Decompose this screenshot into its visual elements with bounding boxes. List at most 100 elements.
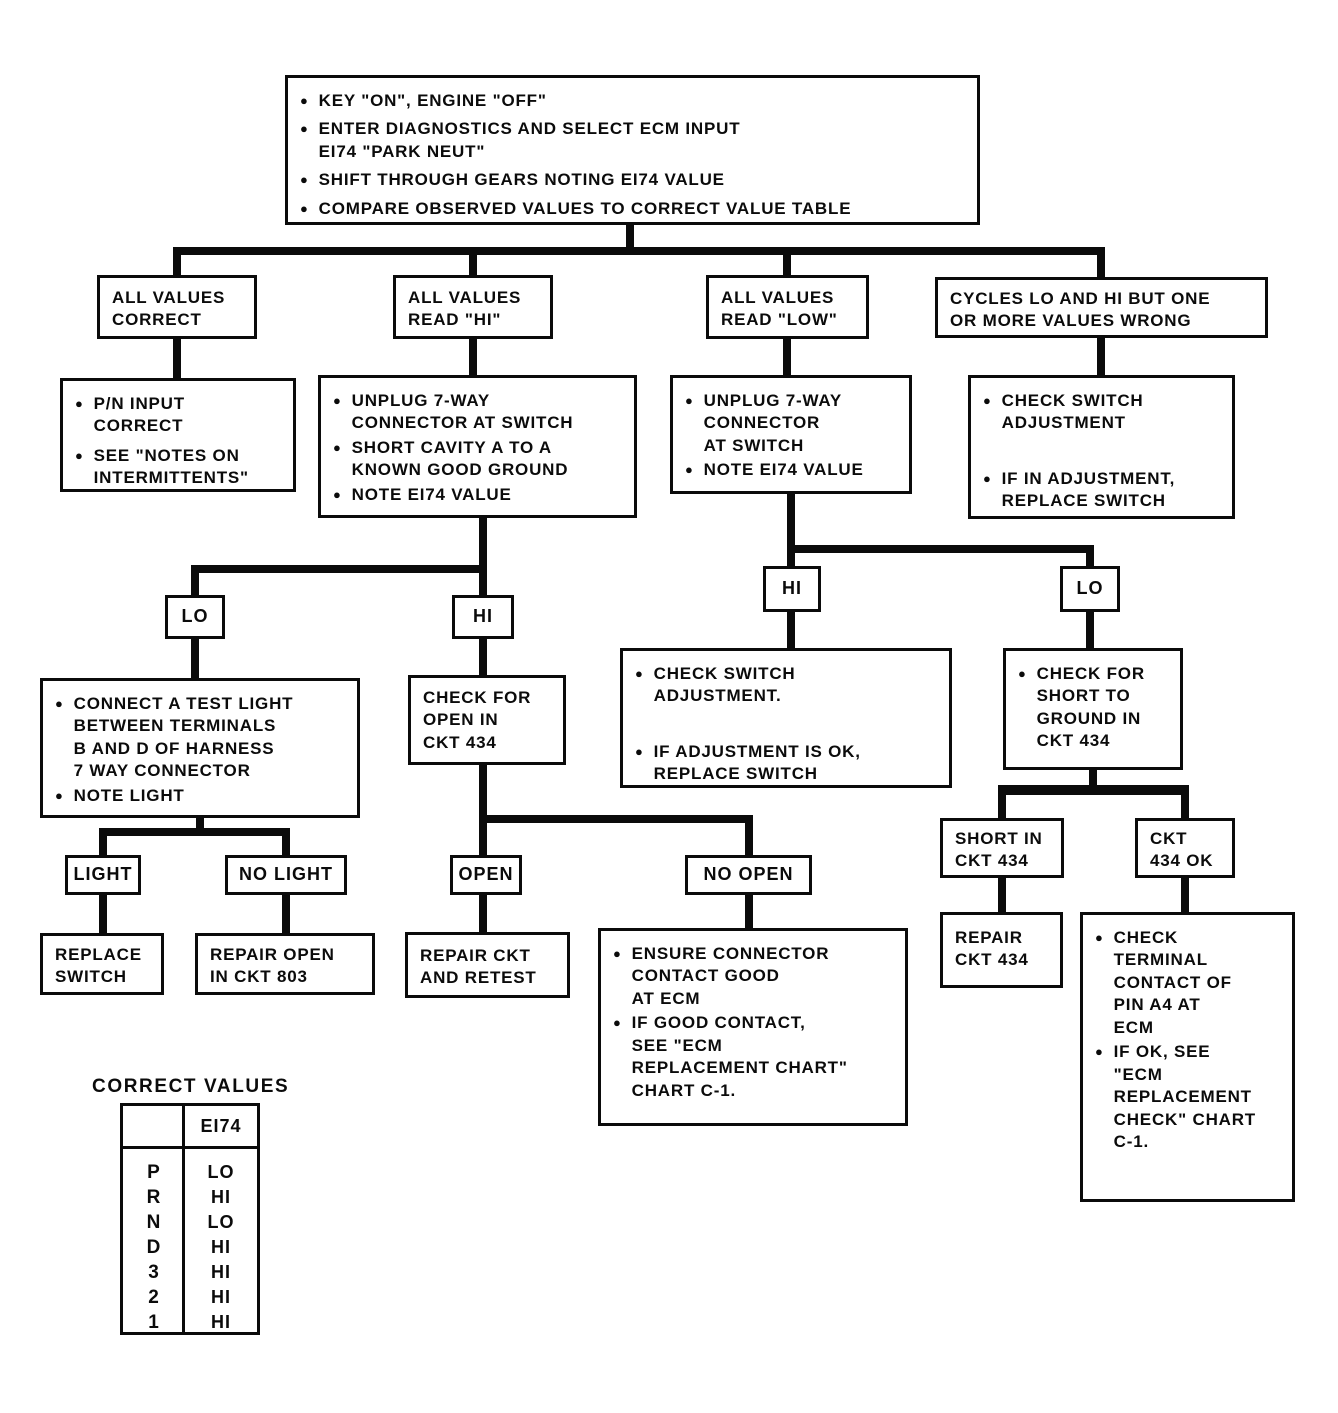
bullet-icon: ● <box>983 393 992 408</box>
gear-cell: D <box>146 1236 162 1258</box>
connector-line <box>479 815 753 823</box>
value-cell: HI <box>211 1262 231 1282</box>
bullet-icon: ● <box>685 462 694 478</box>
step-text: COMPARE OBSERVED VALUES TO CORRECT VALUE… <box>318 198 852 218</box>
bullet-icon: ● <box>333 439 342 455</box>
node-check-terminal-contact: ● CHECK TERMINAL CONTACT OF PIN A4 AT ECM… <box>1080 912 1295 1202</box>
connector-line <box>479 895 487 932</box>
connector-line <box>626 225 634 255</box>
connector-line <box>469 255 477 275</box>
list-item: ●NOTE EI74 VALUE <box>333 484 624 506</box>
branch-text: LO <box>181 606 209 627</box>
connector-line <box>479 573 487 595</box>
bullet-icon: ● <box>983 470 992 486</box>
list-item: ●P/N INPUT CORRECT <box>75 393 283 438</box>
connector-line <box>191 639 199 678</box>
node-check-switch-adjustment: ●CHECK SWITCH ADJUSTMENT ●IF IN ADJUSTME… <box>968 375 1235 519</box>
connector-line <box>469 339 477 375</box>
step-text: CHECK TERMINAL CONTACT OF PIN A4 AT ECM <box>1113 928 1232 1037</box>
value-column-header: EI74 <box>200 1115 242 1136</box>
connector-line <box>173 255 181 275</box>
node-repair-open-ckt803: REPAIR OPEN IN CKT 803 <box>195 933 375 995</box>
connector-line <box>783 255 791 275</box>
branch-text: NO LIGHT <box>239 864 333 885</box>
bullet-icon: ● <box>613 946 622 961</box>
node-unplug-note-value: ● UNPLUG 7-WAY CONNECTOR AT SWITCH ●NOTE … <box>670 375 912 494</box>
bullet-icon: ● <box>685 393 694 408</box>
condition-text: ALL VALUES READ "HI" <box>408 288 522 330</box>
list-item: ●IF OK, SEE "ECM REPLACEMENT CHECK" CHAR… <box>1095 1041 1282 1153</box>
branch-text: HI <box>782 578 802 599</box>
connector-line <box>479 639 487 675</box>
value-cell: LO <box>207 1162 235 1182</box>
connector-line <box>998 878 1006 912</box>
connector-line <box>479 823 487 855</box>
list-item: ●SHORT CAVITY A TO A KNOWN GOOD GROUND <box>333 437 624 482</box>
branch-label-hi: HI <box>452 595 514 639</box>
gear-cell: N <box>146 1211 162 1233</box>
step-text: CHECK FOR SHORT TO GROUND IN CKT 434 <box>1036 664 1145 751</box>
table-divider <box>182 1106 185 1332</box>
list-item: ● CHECK TERMINAL CONTACT OF PIN A4 AT ECM <box>1095 927 1282 1039</box>
connector-line <box>196 818 204 832</box>
node-start: ●KEY "ON", ENGINE "OFF" ●ENTER DIAGNOSTI… <box>285 75 980 225</box>
node-cycles-lo-hi: CYCLES LO AND HI BUT ONE OR MORE VALUES … <box>935 277 1268 338</box>
list-item: ●SEE "NOTES ON INTERMITTENTS" <box>75 445 283 490</box>
branch-label-open: OPEN <box>450 855 522 895</box>
branch-label-no-light: NO LIGHT <box>225 855 347 895</box>
gear-cell: 1 <box>148 1311 160 1333</box>
branch-text: NO OPEN <box>703 864 794 885</box>
connector-line <box>1097 338 1105 375</box>
branch-label-short-in-ckt434: SHORT IN CKT 434 <box>940 818 1064 878</box>
connector-line <box>1086 553 1094 566</box>
list-item: ● CHECK FOR SHORT TO GROUND IN CKT 434 <box>1018 663 1170 753</box>
table-header-row: EI74 <box>123 1106 257 1146</box>
step-text: IF IN ADJUSTMENT, REPLACE SWITCH <box>1001 468 1176 511</box>
node-all-values-read-hi: ALL VALUES READ "HI" <box>393 275 553 339</box>
connector-line <box>99 895 107 933</box>
connector-line <box>1181 795 1189 818</box>
step-text: SEE "NOTES ON INTERMITTENTS" <box>93 445 249 488</box>
table-row: N LO <box>123 1210 257 1235</box>
bullet-icon: ● <box>1018 666 1027 681</box>
action-text: REPLACE SWITCH <box>55 945 142 987</box>
connector-line <box>787 494 795 553</box>
bullet-icon: ● <box>55 696 64 711</box>
list-item: ●KEY "ON", ENGINE "OFF" <box>300 90 967 112</box>
node-repair-ckt-retest: REPAIR CKT AND RETEST <box>405 932 570 998</box>
table-title: CORRECT VALUES <box>92 1076 290 1097</box>
branch-label-hi-2: HI <box>763 566 821 612</box>
bullet-icon: ● <box>613 1015 622 1031</box>
connector-line <box>99 836 107 855</box>
node-connect-test-light: ●CONNECT A TEST LIGHT BETWEEN TERMINALS … <box>40 678 360 818</box>
gear-cell: 3 <box>148 1261 160 1283</box>
list-item: ● ENSURE CONNECTOR CONTACT GOOD AT ECM <box>613 943 895 1010</box>
value-cell: LO <box>207 1212 235 1232</box>
action-text: REPAIR CKT 434 <box>955 928 1029 970</box>
connector-line <box>282 895 290 933</box>
value-cell: HI <box>211 1287 231 1307</box>
node-check-open-ckt434: CHECK FOR OPEN IN CKT 434 <box>408 675 566 765</box>
bullet-icon: ● <box>300 121 309 137</box>
connector-line <box>745 895 753 928</box>
list-item: ●NOTE EI74 VALUE <box>685 459 899 481</box>
action-text: REPAIR CKT AND RETEST <box>420 946 537 988</box>
connector-line <box>787 545 1094 553</box>
list-item: ●CONNECT A TEST LIGHT BETWEEN TERMINALS … <box>55 693 347 783</box>
bullet-icon: ● <box>1095 930 1104 945</box>
step-text: CHECK SWITCH ADJUSTMENT. <box>653 664 796 706</box>
node-ensure-connector-contact: ●ENSURE CONNECTOR CONTACT GOOD AT ECM ●I… <box>598 928 908 1126</box>
branch-label-lo-2: LO <box>1060 566 1120 612</box>
step-text: UNPLUG 7-WAY CONNECTOR AT SWITCH <box>703 391 843 455</box>
connector-line <box>282 836 290 855</box>
step-text: ENSURE CONNECTOR CONTACT GOOD AT ECM <box>631 944 830 1008</box>
branch-text: HI <box>473 606 493 627</box>
node-repair-ckt434: REPAIR CKT 434 <box>940 912 1063 988</box>
value-cell: HI <box>211 1187 231 1207</box>
node-pn-input-correct: ●P/N INPUT CORRECT ●SEE "NOTES ON INTERM… <box>60 378 296 492</box>
